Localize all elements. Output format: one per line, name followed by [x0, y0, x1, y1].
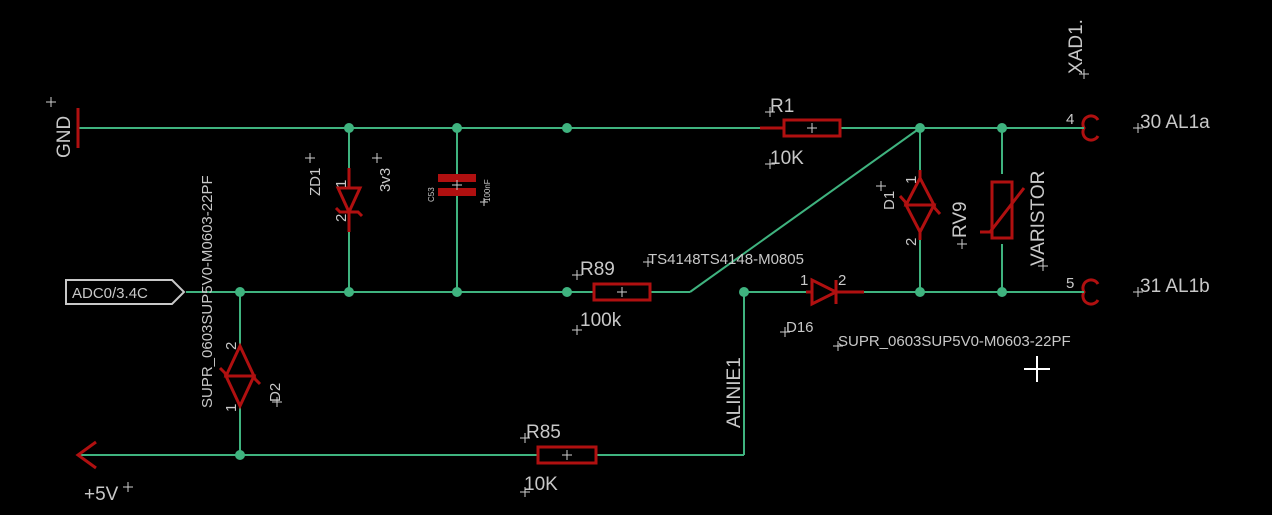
capacitor-c53[interactable]: C53 100nF: [427, 174, 492, 206]
connector-pin5: 5: [1066, 275, 1074, 292]
junction-dot: [452, 123, 462, 133]
r89-name: R89: [580, 259, 615, 280]
zd1-value: 3v3: [377, 168, 394, 192]
d1-pin2: 2: [903, 238, 920, 246]
r85-name: R85: [526, 422, 561, 443]
junctions: [235, 123, 1007, 460]
junction-dot: [562, 287, 572, 297]
gnd-label: GND: [54, 116, 75, 158]
gnd-symbol[interactable]: GND: [46, 97, 80, 158]
zd1-pin2: 2: [333, 214, 350, 222]
d16-pin1: 1: [800, 272, 808, 289]
junction-dot: [915, 123, 925, 133]
c53-name: C53: [427, 187, 436, 202]
c53-value: 100nF: [483, 179, 492, 202]
connector-pin4: 4: [1066, 111, 1074, 128]
alinie-label-group: ALINIE1: [724, 357, 745, 428]
d16-name: D16: [786, 319, 814, 336]
junction-dot: [452, 287, 462, 297]
rv9-name: RV9: [950, 201, 971, 238]
zener-zd1[interactable]: ZD1 1 2 3v3: [305, 153, 394, 232]
crosshair-cursor-icon: [1024, 356, 1050, 382]
resistor-r89[interactable]: R89 100k: [572, 259, 652, 335]
wires: [78, 127, 1060, 456]
tvs-d1[interactable]: D1 1 2: [876, 170, 942, 246]
r89-value: 100k: [580, 310, 622, 331]
junction-dot: [997, 287, 1007, 297]
junction-dot: [915, 287, 925, 297]
junction-dot: [739, 287, 749, 297]
junction-dot: [997, 123, 1007, 133]
connector-pin4-signal: 30 AL1a: [1140, 112, 1210, 133]
r1-value: 10K: [770, 148, 804, 169]
varistor-rv9[interactable]: RV9 VARISTOR: [950, 171, 1049, 271]
vcc-symbol[interactable]: +5V: [75, 440, 133, 505]
adc-port-label: ADC0/3.4C: [72, 285, 148, 302]
d2-name: D2: [267, 383, 284, 402]
resistor-r1[interactable]: R1 10K: [760, 96, 842, 169]
d16-pin2: 2: [838, 272, 846, 289]
junction-dot: [235, 287, 245, 297]
resistor-r85[interactable]: R85 10K: [520, 422, 598, 497]
rv9-value: VARISTOR: [1028, 171, 1049, 266]
adc-port[interactable]: ADC0/3.4C: [65, 279, 186, 305]
connector-pin5-signal: 31 AL1b: [1140, 276, 1210, 297]
diode-d16[interactable]: TS4148TS4148-M0805 1 2 D16: [643, 251, 864, 337]
junction-dot: [344, 287, 354, 297]
d1-name: D1: [881, 191, 898, 210]
r1-name: R1: [770, 96, 794, 117]
d1-value: SUPR_0603SUP5V0-M0603-22PF: [838, 333, 1071, 350]
vcc-label: +5V: [84, 484, 119, 505]
connector-name: XAD1.: [1066, 19, 1087, 74]
d16-value: TS4148TS4148-M0805: [648, 251, 804, 268]
wire-diagonal[interactable]: [689, 127, 921, 293]
junction-dot: [235, 450, 245, 460]
r85-value: 10K: [524, 474, 558, 495]
d2-pin2: 2: [223, 342, 240, 350]
d1-pin1: 1: [903, 176, 920, 184]
zd1-name: ZD1: [307, 168, 324, 196]
junction-dot: [562, 123, 572, 133]
zd1-pin1: 1: [333, 180, 350, 188]
d1-value-group: SUPR_0603SUP5V0-M0603-22PF: [833, 333, 1071, 351]
d2-value: SUPR_0603SUP5V0-M0603-22PF: [199, 175, 216, 408]
d2-pin1: 1: [223, 404, 240, 412]
net-alinie-label: ALINIE1: [724, 357, 745, 428]
connector-xad1[interactable]: XAD1. 4 30 AL1a 5 31 AL1b: [1060, 19, 1210, 306]
tvs-d2[interactable]: SUPR_0603SUP5V0-M0603-22PF 2 1 D2: [199, 175, 284, 412]
junction-dot: [344, 123, 354, 133]
